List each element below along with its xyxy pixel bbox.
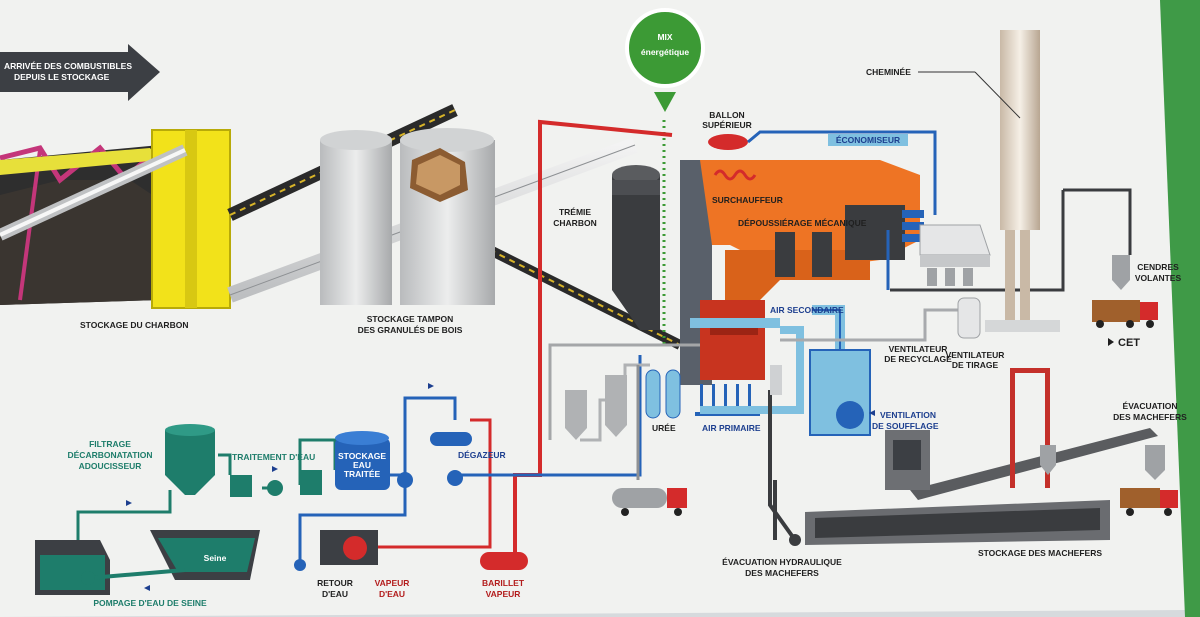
label-header-1: BARILLET [482,578,525,588]
label-hopper-1: TRÉMIE [559,207,591,217]
blower [770,349,871,436]
mix-subtitle: énergétique [641,47,689,57]
mix-title: MIX [657,32,672,42]
label-wood-2: DES GRANULÉS DE BOIS [358,325,463,335]
label-steam-2: D'EAU [379,589,405,599]
label-header-2: VAPEUR [486,589,521,599]
label-draft-fan-2: DE TIRAGE [952,360,999,370]
label-drum-1: BALLON [709,110,744,120]
label-urea: URÉE [652,423,676,433]
label-return-1: RETOUR [317,578,353,588]
label-river: Seine [204,553,227,563]
bottom-ash-storage [789,368,1165,546]
coal-storage [0,129,231,309]
boiler [680,134,924,416]
label-pumping: POMPAGE D'EAU DE SEINE [93,598,207,608]
fly-ash-silo [1112,255,1130,290]
label-primary-air: AIR PRIMAIRE [702,423,761,433]
chimney [985,30,1060,332]
urea-truck [612,488,687,516]
flow-arrows [126,383,875,591]
label-blower-1: VENTILATION [880,410,936,420]
pipes [76,119,1132,565]
label-draft-fan-1: VENTILATEUR [946,350,1005,360]
flue-gas-filter [919,224,991,339]
label-fly-ash-2: VOLANTES [1135,273,1182,283]
label-degasser: DÉGAZEUR [458,450,506,460]
label-filtering-1: FILTRAGE [89,439,131,449]
label-recycle-fan-1: VENTILATEUR [889,344,948,354]
steam-header [294,530,528,571]
water-treatment [165,424,472,497]
label-hopper-2: CHARBON [553,218,596,228]
coal-hopper [612,165,660,330]
arrow-text-2: DEPUIS LE STOCKAGE [14,72,110,82]
label-treated-3: TRAITÉE [344,469,381,479]
small-silos [565,375,627,440]
label-recycle-fan-2: DE RECYCLAGE [884,354,952,364]
label-ash-evac-1: ÉVACUATION [1123,401,1178,411]
arrow-text-1: ARRIVÉE DES COMBUSTIBLES [4,61,132,71]
label-chimney: CHEMINÉE [866,67,911,77]
label-ash-evac-2: DES MACHEFERS [1113,412,1187,422]
label-drum-2: SUPÉRIEUR [702,120,752,130]
label-hydraulic-2: DES MACHEFERS [745,568,819,578]
label-return-2: D'EAU [322,589,348,599]
truck-cet [1092,300,1158,328]
label-filtering-3: ADOUCISSEUR [79,461,142,471]
panel-edge [1160,0,1200,617]
label-dedusting: DÉPOUSSIÉRAGE MÉCANIQUE [738,218,867,228]
label-treated-1: STOCKAGE [338,451,386,461]
label-economiser: ÉCONOMISEUR [836,135,900,145]
label-wood-1: STOCKAGE TAMPON [367,314,454,324]
wood-silos [320,128,495,305]
label-ash-storage: STOCKAGE DES MACHEFERS [978,548,1102,558]
label-blower-2: DE SOUFFLAGE [872,421,939,431]
label-treatment: TRAITEMENT D'EAU [232,452,315,462]
economiser-tag [828,134,908,146]
label-filtering-2: DÉCARBONATATION [68,450,153,460]
mix-energy-badge: MIX énergétique [625,8,705,112]
truck-bottom-ash [1120,488,1178,516]
label-superheater: SURCHAUFFEUR [712,195,783,205]
fuel-arrival-arrow: ARRIVÉE DES COMBUSTIBLES DEPUIS LE STOCK… [0,44,160,101]
label-treated-2: EAU [353,460,371,470]
label-hydraulic-1: ÉVACUATION HYDRAULIQUE [722,557,842,567]
label-secondary-air: AIR SECONDAIRE [770,305,844,315]
seine-pumping [35,530,260,595]
label-fly-ash-1: CENDRES [1137,262,1179,272]
labels: STOCKAGE DU CHARBON STOCKAGE TAMPON DES … [68,67,1188,608]
urea-tanks [645,369,681,419]
label-cet: CET [1118,337,1140,349]
label-steam-1: VAPEUR [375,578,410,588]
label-coal-storage: STOCKAGE DU CHARBON [80,320,188,330]
